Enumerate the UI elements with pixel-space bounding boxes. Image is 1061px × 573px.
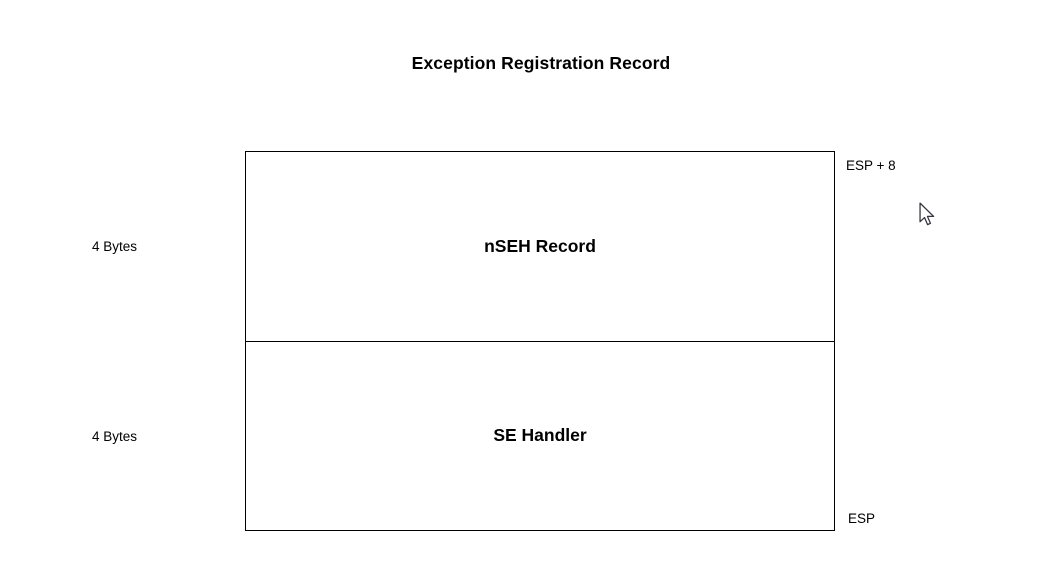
diagram-title: Exception Registration Record <box>411 53 671 73</box>
se-handler-cell: SE Handler <box>246 342 834 531</box>
se-handler-label: SE Handler <box>493 425 587 446</box>
size-label-se-handler: 4 Bytes <box>92 429 138 444</box>
nseh-record-cell: nSEH Record <box>246 152 834 342</box>
esp-plus-8-label: ESP + 8 <box>846 158 896 173</box>
esp-label: ESP <box>848 511 876 526</box>
nseh-record-label: nSEH Record <box>484 235 596 256</box>
mouse-cursor-icon <box>919 202 935 226</box>
exception-record-box: nSEH Record SE Handler <box>245 151 835 531</box>
size-label-nseh: 4 Bytes <box>92 239 138 254</box>
